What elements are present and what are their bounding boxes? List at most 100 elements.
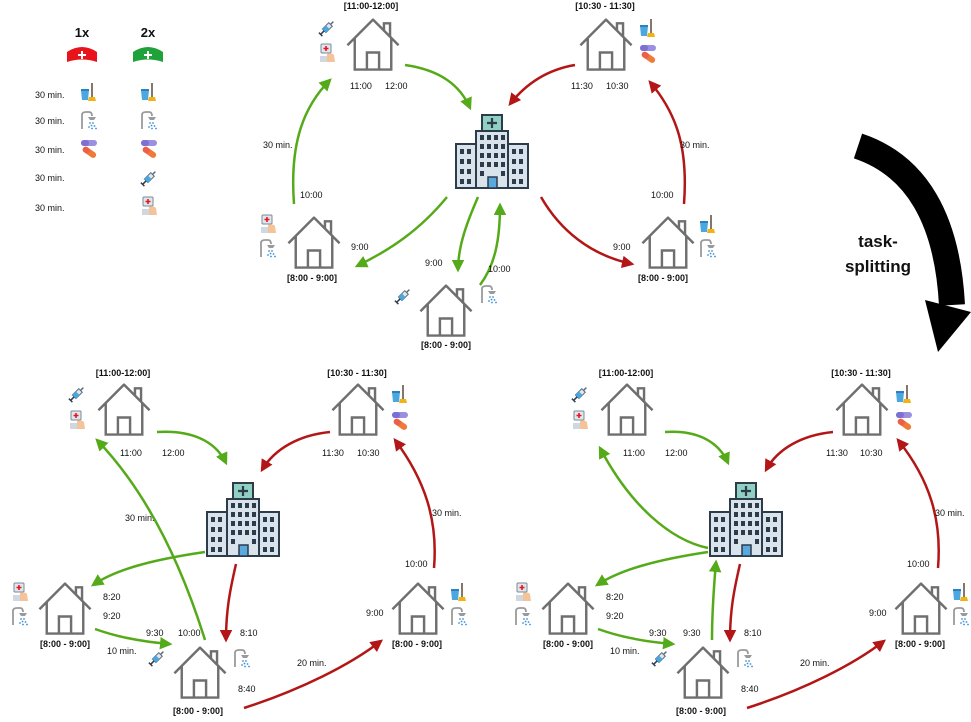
route-arrow <box>393 437 436 569</box>
time-window: [10:30 - 11:30] <box>327 368 387 378</box>
time-window: [10:30 - 11:30] <box>831 368 891 378</box>
route-arrow <box>260 430 331 473</box>
syringe-icon <box>394 287 412 305</box>
time-label: 10:00 <box>651 190 674 200</box>
time-label: 9:30 <box>146 628 164 638</box>
mop-bucket-icon <box>639 18 656 38</box>
travel-time-label: 30 min. <box>432 508 462 518</box>
legend-duration: 30 min. <box>35 145 65 155</box>
time-window: [8:00 - 9:00] <box>638 273 688 283</box>
time-label: 11:30 <box>826 448 848 458</box>
nurse-cap-red-icon <box>67 47 97 62</box>
house-icon <box>676 646 730 699</box>
shower-icon <box>12 607 29 626</box>
shower-icon <box>953 607 970 626</box>
mop-bucket-icon <box>952 582 969 602</box>
route-arrow <box>539 196 635 269</box>
shower-icon <box>737 649 754 668</box>
time-label: 8:40 <box>238 684 256 694</box>
time-label: 11:30 <box>571 81 593 91</box>
legend: 1x 2x 30 min. 30 min. 30 min. 30 min. 30… <box>35 25 163 216</box>
time-label: 9:30 <box>649 628 667 638</box>
route-arrow <box>90 550 206 587</box>
house-icon <box>331 383 385 436</box>
time-window: [8:00 - 9:00] <box>543 639 593 649</box>
travel-time-label: 30 min. <box>935 508 965 518</box>
mop-bucket-icon <box>699 214 716 234</box>
legend-duration: 30 min. <box>35 173 65 183</box>
syringe-icon <box>571 385 589 403</box>
time-label: 11:00 <box>120 448 142 458</box>
pills-icon <box>896 412 913 430</box>
syringe-icon <box>651 649 669 667</box>
syringe-icon <box>68 385 86 403</box>
house-icon <box>419 284 473 337</box>
time-label: 8:40 <box>741 684 759 694</box>
bandage-hand-icon <box>141 196 158 216</box>
pills-icon <box>392 412 409 430</box>
time-label: 10:00 <box>405 559 428 569</box>
house-icon <box>541 582 595 635</box>
time-label: 10:30 <box>860 448 883 458</box>
time-label: 12:00 <box>665 448 688 458</box>
legend-2x-header: 2x <box>141 25 156 40</box>
route-arrow <box>354 196 448 268</box>
task-splitting-label: task- <box>858 232 898 251</box>
route-arrow <box>723 563 742 643</box>
time-label: 9:00 <box>425 258 443 268</box>
route-arrow <box>508 63 576 106</box>
house-icon <box>173 646 227 699</box>
scenario-bottom-left: [11:00-12:00] 11:00 12:00 [10:30 - 11:30… <box>12 368 468 716</box>
house-icon <box>287 216 341 269</box>
route-arrow <box>746 639 886 710</box>
shower-icon <box>81 111 98 130</box>
time-window: [8:00 - 9:00] <box>895 639 945 649</box>
house-icon <box>894 582 948 635</box>
time-label: 8:20 <box>606 592 624 602</box>
route-arrow <box>896 438 940 569</box>
hospital-icon <box>205 482 281 558</box>
travel-time-label: 30 min. <box>263 140 293 150</box>
time-label: 9:00 <box>351 242 369 252</box>
syringe-icon <box>318 19 336 37</box>
shower-icon <box>141 111 158 130</box>
time-label: 9:00 <box>366 608 384 618</box>
time-label: 9:20 <box>606 611 624 621</box>
time-label: 9:20 <box>103 611 121 621</box>
house-icon <box>391 582 445 635</box>
house-icon <box>641 216 695 269</box>
time-label: 12:00 <box>162 448 185 458</box>
time-label: 10:00 <box>907 559 930 569</box>
legend-duration: 30 min. <box>35 116 65 126</box>
pills-icon <box>141 140 158 158</box>
task-splitting-label: splitting <box>845 257 911 276</box>
time-window: [8:00 - 9:00] <box>173 706 223 716</box>
route-arrow <box>598 445 709 550</box>
house-icon <box>835 383 889 436</box>
route-arrow <box>708 559 722 641</box>
time-window: [8:00 - 9:00] <box>40 639 90 649</box>
time-label: 10:30 <box>357 448 380 458</box>
legend-duration: 30 min. <box>35 90 65 100</box>
time-label: 10:30 <box>606 81 629 91</box>
mop-bucket-icon <box>450 582 467 602</box>
time-label: 8:10 <box>744 628 762 638</box>
bandage-hand-icon <box>12 582 29 602</box>
shower-icon <box>700 239 717 258</box>
time-window: [8:00 - 9:00] <box>676 706 726 716</box>
mop-bucket-icon <box>80 82 97 102</box>
time-window: [11:00-12:00] <box>599 368 654 378</box>
time-window: [10:30 - 11:30] <box>575 1 635 11</box>
task-splitting-arrow: task- splitting <box>845 133 971 352</box>
time-label: 12:00 <box>385 81 408 91</box>
mop-bucket-icon <box>140 82 157 102</box>
route-arrow <box>597 627 676 650</box>
route-arrow <box>404 63 472 111</box>
route-arrow <box>219 563 238 643</box>
legend-1x-header: 1x <box>75 25 90 40</box>
legend-duration: 30 min. <box>35 203 65 213</box>
time-label: 9:00 <box>869 608 887 618</box>
travel-time-label: 20 min. <box>297 658 327 668</box>
time-label: 10:00 <box>178 628 201 638</box>
bandage-hand-icon <box>319 43 336 63</box>
